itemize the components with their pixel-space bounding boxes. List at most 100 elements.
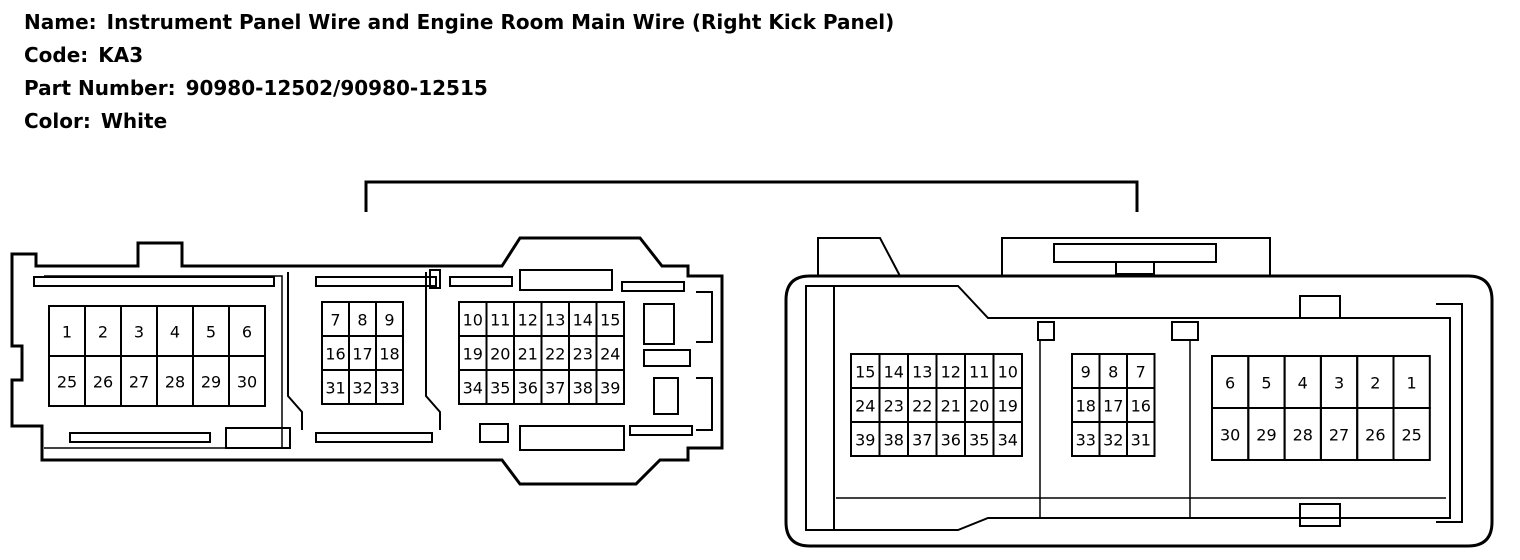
- pin-number: 29: [1256, 426, 1276, 445]
- color-line: Color: White: [24, 105, 894, 138]
- pin-number: 35: [490, 379, 510, 398]
- pin-number: 5: [1261, 374, 1271, 393]
- connector-link-bracket: [364, 180, 1139, 212]
- color-value: White: [100, 109, 168, 133]
- pin-number: 1: [1407, 374, 1417, 393]
- pin-number: 37: [545, 379, 565, 398]
- pin-number: 21: [518, 345, 538, 364]
- pin-number: 13: [545, 311, 565, 330]
- pin-number: 12: [518, 311, 538, 330]
- pin-number: 10: [463, 311, 483, 330]
- pin-number: 19: [463, 345, 483, 364]
- pin-number: 18: [1076, 397, 1096, 416]
- pin-number: 20: [969, 397, 989, 416]
- right-connector-housing: [784, 237, 1494, 548]
- right-pin-block-c: 6 5 4 3 2 1 30 29 28 27 26 25: [1211, 355, 1431, 461]
- pin-number: 14: [573, 311, 593, 330]
- pin-number: 17: [352, 345, 372, 364]
- pin-number: 38: [884, 431, 904, 450]
- pin-number: 28: [1293, 426, 1313, 445]
- pin-number: 22: [545, 345, 565, 364]
- left-connector-housing: [10, 236, 724, 486]
- pin-cell: [595, 369, 625, 405]
- pin-number: 15: [600, 311, 620, 330]
- pin-number: 20: [490, 345, 510, 364]
- pin-number: 11: [490, 311, 510, 330]
- pin-cell: [1392, 407, 1431, 461]
- pin-number: 3: [1334, 374, 1344, 393]
- pin-number: 18: [379, 345, 399, 364]
- pin-number: 33: [379, 379, 399, 398]
- left-pin-block-c: 10 11 12 13 14 15 19 20 21 22 23 24 34 35 36 37 38 39: [458, 301, 625, 405]
- pin-cell: [1126, 421, 1156, 457]
- pin-number: 24: [855, 397, 875, 416]
- pin-number: 10: [998, 363, 1018, 382]
- pin-number: 26: [1365, 426, 1385, 445]
- connector-info: Name: Instrument Panel Wire and Engine Ro…: [24, 6, 894, 138]
- pin-number: 17: [1103, 397, 1123, 416]
- pin-cell: [375, 369, 404, 405]
- pin-number: 25: [1401, 426, 1421, 445]
- code-line: Code: KA3: [24, 39, 894, 72]
- pin-number: 28: [165, 373, 185, 392]
- pin-number: 9: [1081, 363, 1091, 382]
- part-number-line: Part Number:90980-12502/90980-12515: [24, 72, 894, 105]
- pin-number: 38: [573, 379, 593, 398]
- pin-number: 30: [237, 373, 257, 392]
- pin-number: 25: [57, 373, 77, 392]
- name-value: Instrument Panel Wire and Engine Room Ma…: [106, 10, 895, 34]
- pin-number: 37: [912, 431, 932, 450]
- pin-number: 14: [884, 363, 904, 382]
- code-label: Code:: [24, 43, 89, 67]
- pin-number: 16: [325, 345, 345, 364]
- part-number-value: 90980-12502/90980-12515: [185, 76, 488, 100]
- pin-number: 7: [330, 311, 340, 330]
- pin-number: 33: [1076, 431, 1096, 450]
- pin-number: 32: [1103, 431, 1123, 450]
- pin-number: 24: [600, 345, 620, 364]
- pin-number: 23: [573, 345, 593, 364]
- pin-number: 36: [941, 431, 961, 450]
- pin-number: 39: [855, 431, 875, 450]
- pin-number: 31: [1131, 431, 1151, 450]
- pin-number: 21: [941, 397, 961, 416]
- pin-cell: [228, 355, 266, 407]
- pin-number: 13: [912, 363, 932, 382]
- pin-number: 34: [998, 431, 1018, 450]
- pin-number: 36: [518, 379, 538, 398]
- pin-number: 7: [1136, 363, 1146, 382]
- pin-number: 8: [1108, 363, 1118, 382]
- pin-number: 1: [62, 323, 72, 342]
- pin-number: 30: [1220, 426, 1240, 445]
- pin-number: 2: [1370, 374, 1380, 393]
- pin-number: 4: [1298, 374, 1308, 393]
- pin-number: 12: [941, 363, 961, 382]
- pin-number: 26: [93, 373, 113, 392]
- code-value: KA3: [98, 43, 144, 67]
- pin-number: 27: [1329, 426, 1349, 445]
- pin-number: 22: [912, 397, 932, 416]
- color-label: Color:: [24, 109, 91, 133]
- pin-number: 29: [201, 373, 221, 392]
- pin-number: 23: [884, 397, 904, 416]
- pin-number: 39: [600, 379, 620, 398]
- pin-number: 32: [352, 379, 372, 398]
- pin-number: 34: [463, 379, 483, 398]
- pin-number: 35: [969, 431, 989, 450]
- pin-number: 8: [357, 311, 367, 330]
- right-pin-block-a: 15 14 13 12 11 10 24 23 22 21 20 19 39 38 37 36 35 34: [850, 353, 1023, 457]
- pin-number: 19: [998, 397, 1018, 416]
- pin-number: 5: [206, 323, 216, 342]
- pin-number: 6: [1225, 374, 1235, 393]
- pin-number: 6: [242, 323, 252, 342]
- pin-number: 9: [384, 311, 394, 330]
- pin-number: 16: [1131, 397, 1151, 416]
- pin-number: 15: [855, 363, 875, 382]
- pin-number: 4: [170, 323, 180, 342]
- name-label: Name:: [24, 10, 97, 34]
- pin-number: 11: [969, 363, 989, 382]
